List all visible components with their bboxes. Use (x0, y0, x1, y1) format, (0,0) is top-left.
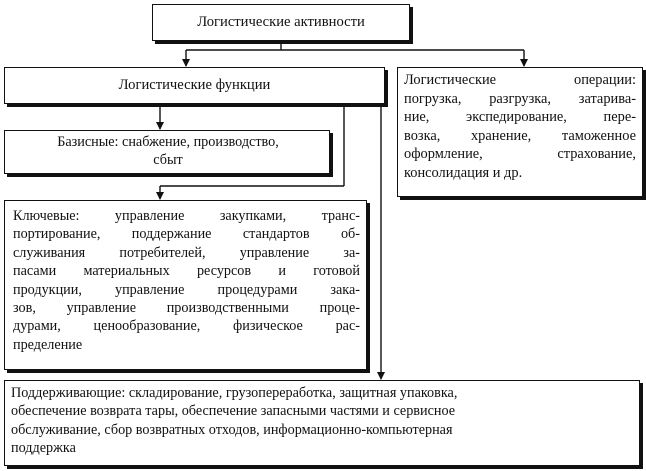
key-line: дурами, ценообразование, физическое рас- (13, 318, 360, 335)
key-line: Ключевые: управление закупками, транс- (13, 208, 360, 224)
operations-line: возка, хранение, таможенное (404, 127, 636, 144)
key-line: пределение (13, 336, 83, 353)
logistic-functions-box: Логистические функции (4, 67, 385, 104)
basic-functions-box: Базисные: снабжение, производство, сбыт (4, 130, 330, 174)
basic-line: Базисные: снабжение, производство, (57, 134, 279, 150)
support-line: поддержка (11, 440, 76, 457)
basic-line: сбыт (153, 152, 183, 169)
support-line: Поддерживающие: складирование, грузопере… (11, 385, 458, 401)
logistic-activities-box: Логистические активности (152, 4, 410, 41)
operations-line: погрузка, разгрузка, затарива- (404, 90, 636, 107)
key-line: пасами материальных ресурсов и готовой (13, 263, 360, 280)
operations-line: Логистические операции: (404, 72, 636, 88)
operations-line: оформление, страхование, (404, 146, 636, 163)
operations-line: консолидация и др. (404, 164, 523, 181)
key-line: зов, управление производственными проце- (13, 300, 360, 317)
supporting-functions-box: Поддерживающие: складирование, грузопере… (4, 380, 640, 466)
key-line: служивания потребителей, управление за- (13, 244, 360, 261)
support-line: обеспечение возврата тары, обеспечение з… (11, 403, 456, 420)
logistic-operations-box: Логистические операции: погрузка, разгру… (397, 67, 643, 197)
key-line: продукции, управление процедурами зака- (13, 281, 360, 298)
key-functions-box: Ключевые: управление закупками, транс- п… (4, 200, 367, 370)
key-line: портирование, поддержание стандартов об- (13, 226, 360, 243)
logistic-activities-title: Логистические активности (197, 14, 365, 31)
operations-line: ние, экспедирование, пере- (404, 109, 636, 126)
logistic-functions-title: Логистические функции (118, 77, 271, 94)
support-line: обслуживание, сбор возвратных отходов, и… (11, 421, 453, 438)
